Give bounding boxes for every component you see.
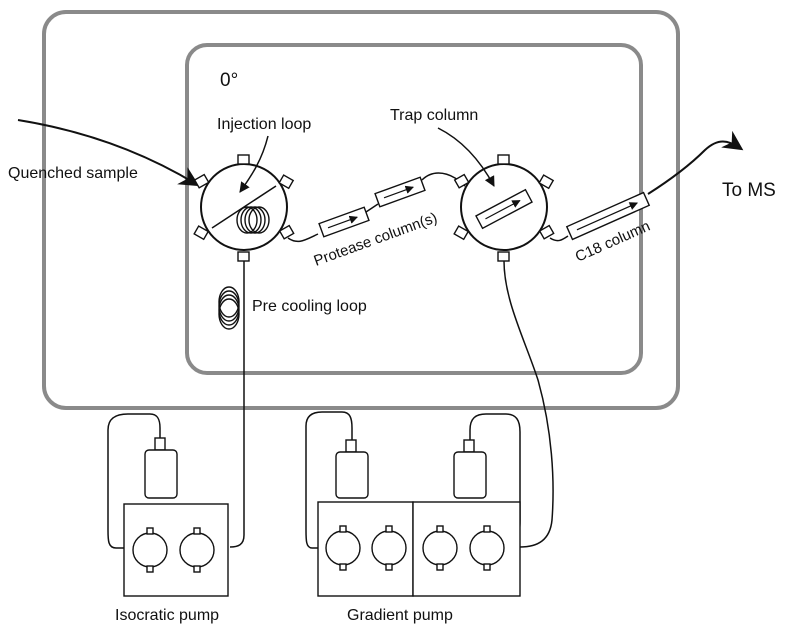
- protease-connector-tubing: [365, 203, 379, 213]
- gradient-solvent-a-tubing: [305, 411, 353, 549]
- trap-to-c18-tubing: [549, 235, 569, 242]
- gradient-pump-head-4-icon: [469, 530, 505, 566]
- trap-column-label: Trap column: [390, 107, 478, 124]
- temperature-label: 0°: [220, 70, 238, 91]
- sample-inlet-tubing: [17, 119, 200, 187]
- isocratic-pump: [107, 413, 229, 597]
- trap-column-icon: [475, 188, 533, 230]
- isocratic-pump-label: Isocratic pump: [115, 607, 219, 624]
- to-ms-label: To MS: [722, 180, 776, 201]
- gradient-pump: [305, 411, 521, 597]
- protease-column-1: [318, 206, 370, 238]
- c18-column: [565, 191, 651, 241]
- injection-loop-label: Injection loop: [217, 116, 311, 133]
- injection-loop-pointer: [239, 135, 269, 193]
- outer-enclosure: [42, 10, 680, 410]
- c18-to-ms-tubing: [647, 130, 744, 195]
- injection-loop-coil-icon: [236, 206, 270, 234]
- gradient-pump-head-3-icon: [422, 530, 458, 566]
- trap-valve-to-gradient-tubing: [503, 260, 554, 548]
- injection-valve-to-isocratic-tubing: [229, 261, 245, 548]
- quenched-sample-label: Quenched sample: [8, 165, 138, 182]
- isocratic-pump-head-1-icon: [132, 532, 168, 568]
- isocratic-bottle-icon: [144, 437, 178, 499]
- gradient-pump-head-1-icon: [325, 530, 361, 566]
- isocratic-pump-head-2-icon: [179, 532, 215, 568]
- gradient-pump-head-2-icon: [371, 530, 407, 566]
- pre-cooling-loop-coil-icon: [218, 286, 240, 330]
- protease-column-2: [374, 176, 426, 208]
- gradient-pump-label: Gradient pump: [347, 607, 453, 624]
- trap-valve: [453, 154, 555, 262]
- pre-cooling-loop-label: Pre cooling loop: [252, 298, 367, 315]
- valve-to-protease-tubing: [287, 233, 319, 243]
- isocratic-solvent-tubing: [107, 413, 161, 549]
- protease-columns-label: Protease column(s): [312, 209, 440, 269]
- gradient-bottle-b-icon: [453, 439, 487, 499]
- trap-column-pointer: [437, 127, 495, 187]
- gradient-bottle-a-icon: [335, 439, 369, 499]
- injection-valve: [193, 154, 295, 262]
